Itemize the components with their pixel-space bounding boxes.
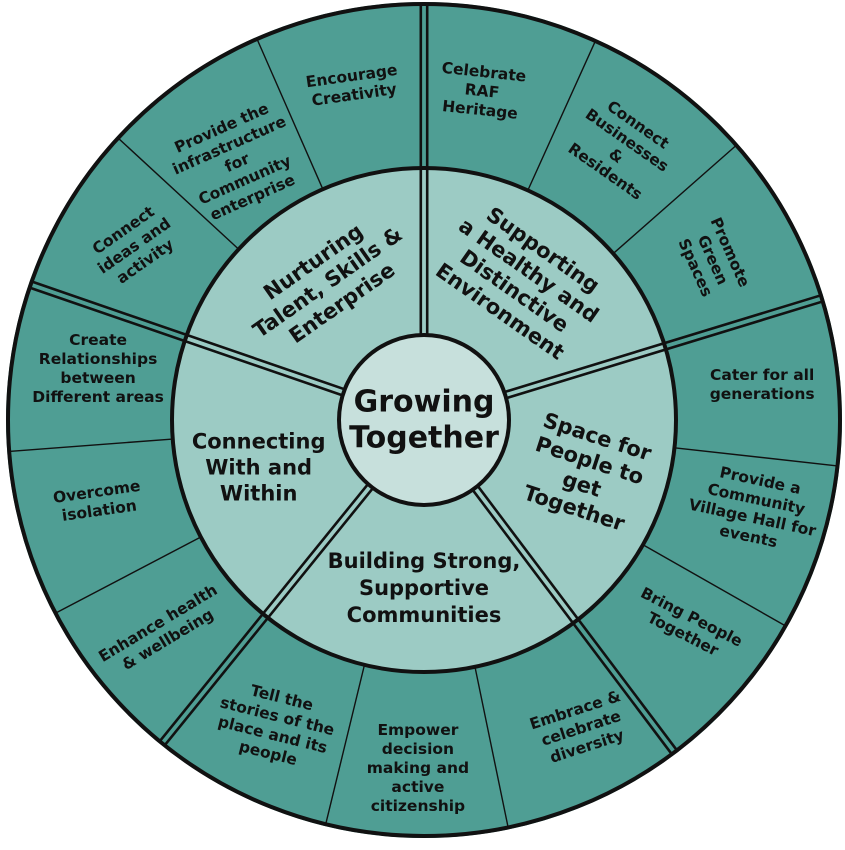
center-circle	[339, 335, 509, 505]
theme-divider	[471, 489, 673, 755]
theme-divider	[476, 485, 678, 752]
segment-label-relationships-line: Relationships	[39, 350, 158, 368]
segment-label-empower-line: active	[391, 778, 444, 796]
segment-divider	[612, 144, 737, 255]
theme-label-strong-communities-line: Supportive	[359, 576, 489, 600]
theme-label-connecting-line: Connecting	[192, 429, 326, 453]
theme-divider	[29, 286, 344, 397]
segment-label-relationships-line: Create	[69, 331, 127, 349]
segment-label-empower-line: making and	[367, 759, 469, 777]
segment-divider	[256, 38, 324, 190]
center-title-line: Together	[349, 421, 499, 456]
theme-divider	[163, 487, 375, 747]
theme-label-strong-communities-line: Communities	[347, 603, 502, 627]
theme-label-connecting-line: Within	[220, 481, 298, 505]
segment-label-empower-line: citizenship	[371, 797, 465, 815]
segment-divider	[674, 447, 838, 467]
segment-divider	[9, 438, 173, 453]
middle-ring-outline	[170, 166, 678, 674]
segment-divider	[474, 666, 509, 828]
theme-divider	[31, 280, 346, 391]
theme-divider	[505, 300, 824, 400]
segment-divider	[527, 40, 597, 191]
theme-label-strong-communities-line: Building Strong,	[328, 549, 521, 573]
segment-label-empower-line: Empower	[377, 721, 458, 739]
segment-label-all-generations-line: generations	[710, 385, 815, 403]
center-outline	[337, 333, 511, 507]
segment-divider	[55, 536, 202, 614]
segment-label-all-generations-line: Cater for all	[710, 366, 814, 384]
segment-divider	[325, 664, 366, 825]
segment-divider	[117, 137, 240, 250]
outer-ring-outline	[6, 2, 842, 838]
theme-divider	[503, 294, 822, 394]
theme-divider	[158, 483, 370, 743]
center-title-line: Growing	[354, 385, 495, 420]
segment-label-raf-heritage-line: RAF	[464, 80, 500, 102]
segment-label-relationships-line: Different areas	[32, 388, 164, 406]
segment-label-relationships-line: between	[60, 369, 135, 387]
segment-label-empower-line: decision	[382, 740, 454, 758]
theme-label-connecting-line: With and	[205, 455, 312, 479]
segment-divider	[642, 544, 786, 627]
